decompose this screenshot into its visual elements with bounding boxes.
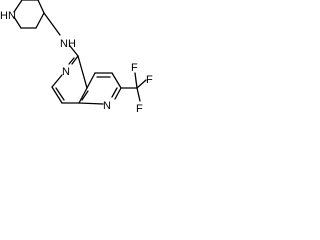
bond-nh-c5 — [69, 45, 79, 57]
bond-c8a-c4a-inner — [81, 90, 89, 101]
right-pyridine-ring — [78, 72, 122, 105]
fluorine-bottom-label: F — [136, 103, 143, 115]
bond-cf3-f-right — [136, 79, 147, 89]
bond-cf3-f-top — [134, 72, 138, 89]
bond-c4-nh — [43, 12, 61, 36]
bond-c7-c8-inner — [55, 87, 65, 101]
bond-c5-n6-inner — [68, 57, 75, 65]
bond-pip-c6-n — [13, 16, 22, 29]
left-pyridine-ring — [51, 55, 89, 104]
ring-n-lower-label: N — [103, 100, 111, 112]
bond-c7-c8 — [51, 86, 63, 104]
bond-pip-c3-c4 — [37, 0, 45, 14]
trifluoromethyl-group — [120, 72, 147, 102]
bond-c2-n1 — [114, 87, 122, 100]
ring-n-upper-label: N — [62, 66, 70, 78]
bond-n1-c8a — [78, 102, 104, 105]
fluorine-right-label: F — [146, 74, 153, 86]
bond-pip-n-c2 — [13, 0, 23, 13]
piperidine-nh-label: HN — [0, 10, 16, 22]
bond-c4a-c5 — [77, 55, 88, 89]
bond-c3-c2 — [111, 72, 122, 89]
bond-cf3-f-bottom — [136, 87, 141, 102]
structure-canvas: HN NH N N F F F — [0, 0, 157, 126]
bond-c8a-c4a — [78, 87, 88, 104]
amine-nh-label: NH — [60, 38, 76, 50]
molecule-drawing: HN NH N N F F F — [0, 0, 153, 115]
bond-c5-n6 — [71, 55, 79, 65]
bond-n6-c7 — [51, 74, 63, 88]
piperidine-ring — [13, 0, 45, 29]
fluorine-top-label: F — [131, 62, 138, 74]
bond-pip-c4-c5 — [35, 12, 45, 29]
bond-c4a-c4 — [86, 72, 96, 89]
bond-c2-n1-inner — [111, 87, 118, 98]
